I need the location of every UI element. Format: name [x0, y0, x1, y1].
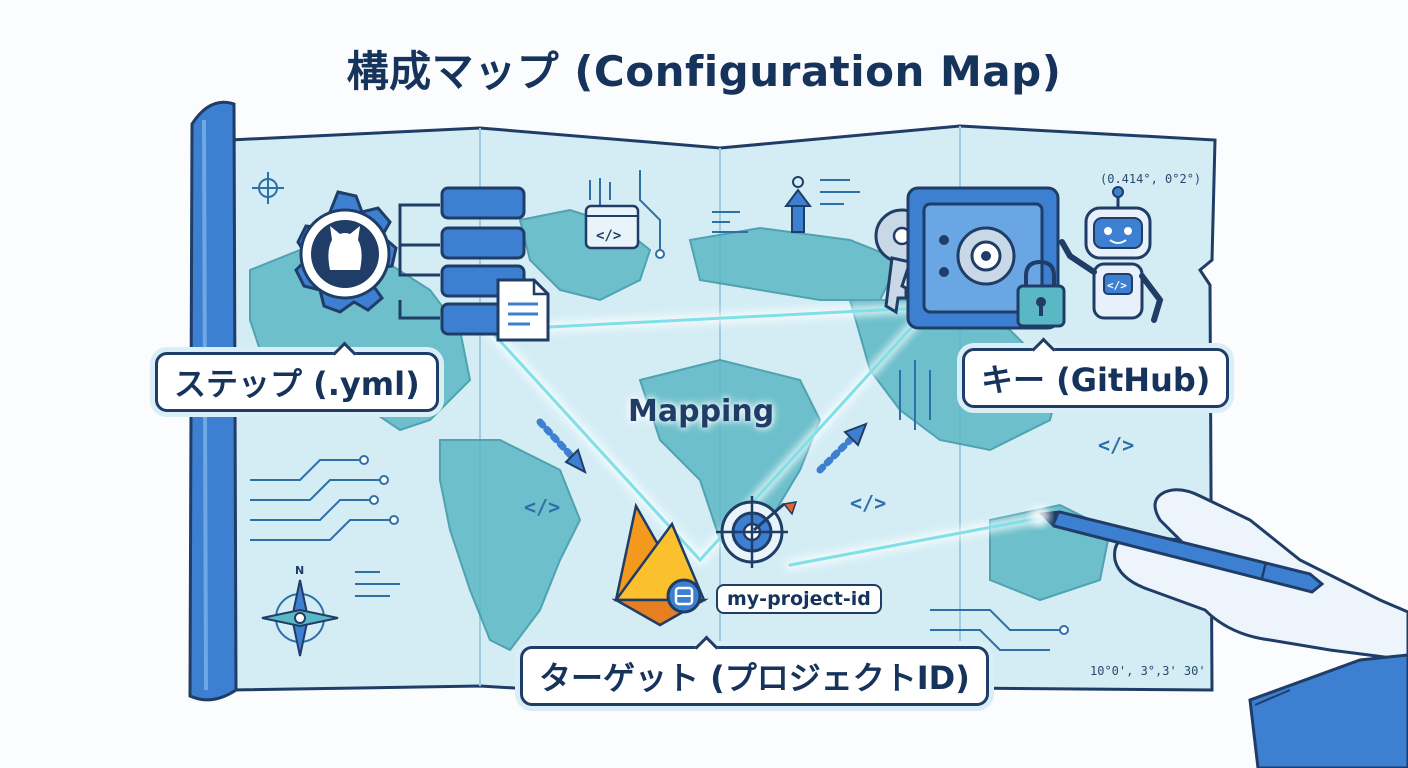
target-icon: [716, 496, 798, 568]
circuit-traces: [250, 170, 1069, 651]
compass-rose-icon: N: [261, 564, 339, 657]
svg-text:</>: </>: [524, 495, 560, 519]
svg-text:</>: </>: [850, 491, 886, 515]
page-title: 構成マップ (Configuration Map): [346, 47, 1062, 96]
step-label: ステップ (.yml): [155, 352, 439, 412]
function-chip-icon: [666, 578, 702, 614]
svg-text:</>: </>: [1098, 433, 1134, 457]
github-gear-icon: [294, 190, 398, 314]
crosshair-icon: [252, 172, 284, 204]
coordinate-readout-bottom: 10°0', 3°,3' 30': [1090, 664, 1206, 678]
robot-icon: </>: [1059, 186, 1164, 323]
padlock-icon: [1016, 259, 1066, 328]
mapping-label: Mapping: [628, 394, 775, 429]
target-label: ターゲット (プロジェクトID): [520, 646, 989, 706]
document-icon: [496, 278, 550, 342]
key-label: キー (GitHub): [962, 348, 1230, 408]
code-brackets: </> </> </>: [524, 433, 1134, 519]
arrow-down-right: [536, 418, 587, 475]
svg-text:N: N: [295, 564, 304, 577]
code-doodles: [355, 179, 860, 597]
project-id-badge: my-project-id: [716, 584, 882, 614]
arrow-up-icon: [784, 176, 812, 233]
code-window-icon: </>: [584, 204, 640, 250]
coordinate-readout-top: (0.414°, 0°2°): [1100, 172, 1202, 186]
svg-text:</>: </>: [596, 228, 621, 244]
svg-text:</>: </>: [1107, 279, 1127, 292]
arrow-up-right: [816, 422, 868, 474]
pen-glow: [1030, 506, 1050, 526]
vault-icon: [906, 186, 1060, 330]
